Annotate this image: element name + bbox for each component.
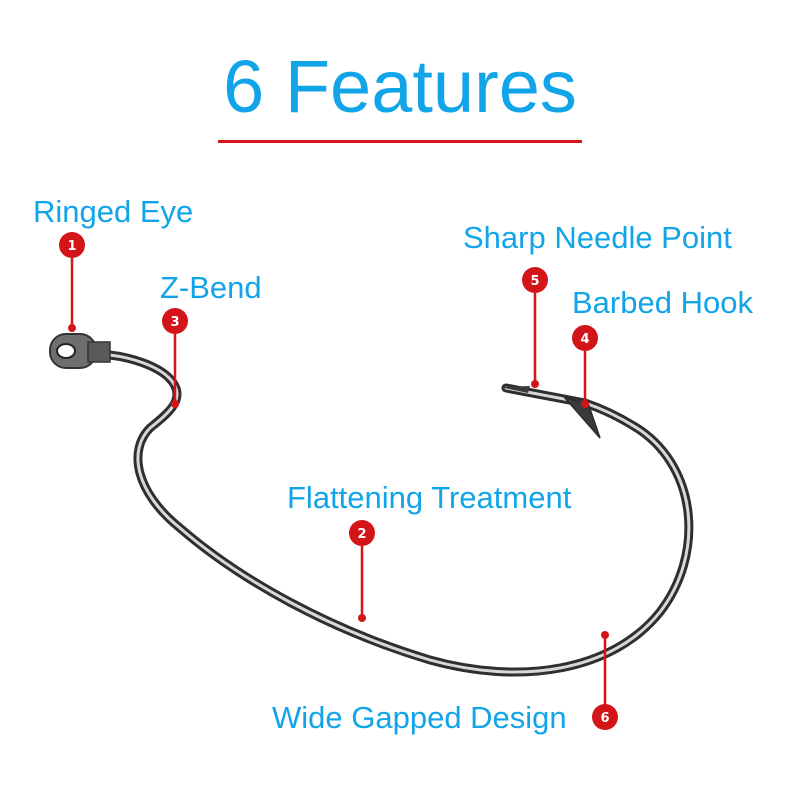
marker-2-number: 2 <box>357 527 366 542</box>
marker-2-badge <box>349 520 375 546</box>
marker-1-badge <box>59 232 85 258</box>
barb-shape <box>562 396 601 439</box>
marker-5-number: 5 <box>530 274 539 289</box>
label-flattening-treatment: Flattening Treatment <box>287 480 572 515</box>
marker-4-badge <box>572 325 598 351</box>
marker-5-dot <box>531 380 539 388</box>
label-z-bend: Z-Bend <box>160 270 262 305</box>
marker-5: 5 <box>522 267 548 388</box>
label-barbed-hook: Barbed Hook <box>572 285 753 320</box>
marker-6-number: 6 <box>600 711 609 726</box>
marker-2-dot <box>358 614 366 622</box>
marker-4-number: 4 <box>580 332 589 347</box>
marker-3-number: 3 <box>170 315 179 330</box>
marker-2: 2 <box>349 520 375 622</box>
marker-4-dot <box>581 400 589 408</box>
title-underline <box>218 140 582 143</box>
marker-1-dot <box>68 324 76 332</box>
fishing-hook <box>49 333 694 677</box>
marker-6-badge <box>592 704 618 730</box>
marker-1-number: 1 <box>67 239 76 254</box>
marker-3-dot <box>171 400 179 408</box>
marker-3-badge <box>162 308 188 334</box>
page-title: 6 Features <box>223 45 577 128</box>
label-wide-gapped-design: Wide Gapped Design <box>272 700 567 735</box>
marker-3: 3 <box>162 308 188 408</box>
marker-1: 1 <box>59 232 85 332</box>
marker-5-badge <box>522 267 548 293</box>
marker-4: 4 <box>572 325 598 408</box>
label-ringed-eye: Ringed Eye <box>33 194 194 229</box>
marker-6-dot <box>601 631 609 639</box>
label-sharp-needle-point: Sharp Needle Point <box>463 220 732 255</box>
marker-6: 6 <box>592 631 618 730</box>
needle-tip-shape <box>500 386 530 393</box>
